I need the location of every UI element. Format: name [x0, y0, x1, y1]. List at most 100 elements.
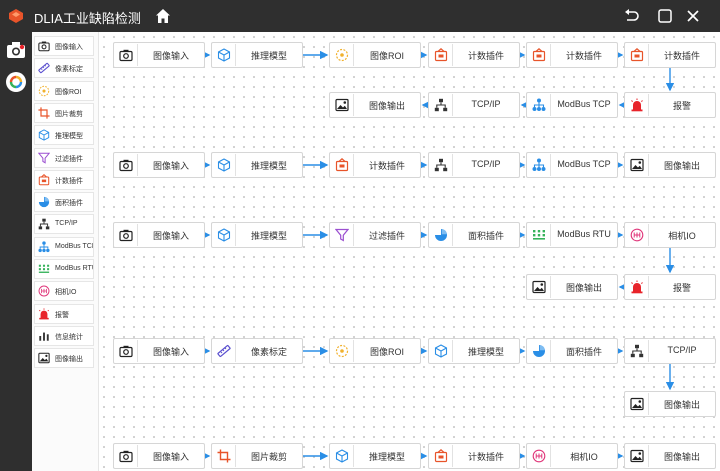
flow-node-cube[interactable]: 推理模型 [329, 443, 421, 469]
palette-item-stats[interactable]: 信息统计 [34, 325, 94, 346]
counter-icon [430, 445, 453, 467]
maximize-icon[interactable] [656, 7, 674, 25]
app-title: DLIA工业缺陷检测 [34, 11, 141, 26]
flow-node-label: 图像输入 [152, 347, 189, 357]
image-icon [626, 393, 649, 415]
flow-node-pie[interactable]: 面积插件 [428, 222, 520, 248]
flow-node-label: 报警 [672, 101, 691, 111]
flow-node-image[interactable]: 图像输出 [624, 443, 716, 469]
camera-icon [115, 44, 138, 66]
close-icon[interactable] [684, 7, 702, 25]
flow-node-modbus[interactable]: ModBus TCP [526, 152, 618, 178]
flow-node-cube[interactable]: 推理模型 [211, 222, 303, 248]
counter-icon [626, 44, 649, 66]
flow-node-counter[interactable]: 计数插件 [526, 42, 618, 68]
cube-icon [213, 224, 236, 246]
flow-node-cameraio[interactable]: 相机IO [526, 443, 618, 469]
palette-item-label: TCP/IP [55, 220, 78, 228]
flow-node-network[interactable]: TCP/IP [624, 338, 716, 364]
flow-node-roi[interactable]: 图像ROI [329, 42, 421, 68]
filter-icon [331, 224, 354, 246]
flow-node-cube[interactable]: 推理模型 [428, 338, 520, 364]
flow-node-counter[interactable]: 计数插件 [428, 42, 520, 68]
flow-node-image[interactable]: 图像输出 [624, 391, 716, 417]
flow-node-counter[interactable]: 计数插件 [329, 152, 421, 178]
flow-node-cube[interactable]: 推理模型 [211, 42, 303, 68]
roi-icon [331, 340, 354, 362]
counter-icon [331, 154, 354, 176]
crop-icon [38, 107, 50, 119]
palette-item-image[interactable]: 图像输出 [34, 348, 94, 369]
flow-node-roi[interactable]: 图像ROI [329, 338, 421, 364]
palette-item-cameraio[interactable]: 相机IO [34, 281, 94, 302]
palette-item-modbus[interactable]: ModBus TCP [34, 236, 94, 257]
flow-node-camera[interactable]: 图像输入 [113, 443, 205, 469]
flow-node-image[interactable]: 图像输出 [526, 274, 618, 300]
counter-icon [38, 173, 50, 186]
flow-node-alarm[interactable]: 报警 [624, 92, 716, 118]
flow-node-label: 图像输入 [152, 231, 189, 241]
flow-node-label: TCP/IP [667, 345, 697, 355]
flow-node-counter[interactable]: 计数插件 [624, 42, 716, 68]
flow-node-label: 图像输入 [152, 452, 189, 462]
flow-node-crop[interactable]: 图片裁剪 [211, 443, 303, 469]
flow-node-label: 图像输入 [152, 51, 189, 61]
flow-node-label: 计数插件 [467, 452, 504, 462]
palette-item-cube[interactable]: 推理模型 [34, 125, 94, 146]
flow-node-label: ModBus TCP [557, 99, 611, 109]
stats-icon [38, 330, 50, 342]
flow-node-label: ModBus TCP [557, 159, 611, 169]
flow-node-camera[interactable]: 图像输入 [113, 222, 205, 248]
back-icon[interactable] [622, 7, 640, 25]
camera-module-icon[interactable] [4, 38, 28, 62]
flow-node-alarm[interactable]: 报警 [624, 274, 716, 300]
flow-node-label: 图像输出 [368, 101, 405, 111]
flow-node-image[interactable]: 图像输出 [624, 152, 716, 178]
palette-item-counter[interactable]: 计数插件 [34, 169, 94, 190]
modbus-icon [528, 154, 551, 176]
palette-item-filter[interactable]: 过滤插件 [34, 147, 94, 168]
flow-node-network[interactable]: TCP/IP [428, 152, 520, 178]
flow-node-cameraio[interactable]: 相机IO [624, 222, 716, 248]
camera-icon [115, 340, 138, 362]
ruler-icon [38, 62, 50, 74]
palette-item-label: 推理模型 [55, 133, 83, 141]
flow-node-label: 相机IO [570, 452, 598, 462]
palette-item-crop[interactable]: 图片裁剪 [34, 102, 94, 123]
palette-item-roi[interactable]: 图像ROI [34, 80, 94, 101]
flow-node-camera[interactable]: 图像输入 [113, 338, 205, 364]
image-icon [626, 154, 649, 176]
loop-module-icon[interactable] [4, 70, 28, 94]
flow-node-ruler[interactable]: 像素标定 [211, 338, 303, 364]
palette-item-alarm[interactable]: 报警 [34, 303, 94, 324]
home-icon[interactable] [154, 7, 172, 25]
palette-item-camera[interactable]: 图像输入 [34, 36, 94, 56]
modbus-icon [528, 94, 551, 116]
palette-item-modbusrtu[interactable]: ModBus RTU [34, 259, 94, 279]
palette-item-ruler[interactable]: 像素标定 [34, 58, 94, 79]
palette-item-label: 图像ROI [55, 88, 82, 96]
flow-node-camera[interactable]: 图像输入 [113, 152, 205, 178]
pie-icon [38, 196, 50, 208]
flow-node-label: 相机IO [668, 231, 696, 241]
flow-node-filter[interactable]: 过滤插件 [329, 222, 421, 248]
flow-node-modbus[interactable]: ModBus TCP [526, 92, 618, 118]
flow-node-label: 计数插件 [368, 161, 405, 171]
palette-item-label: 相机IO [55, 289, 77, 297]
flow-node-camera[interactable]: 图像输入 [113, 42, 205, 68]
flow-node-pie[interactable]: 面积插件 [526, 338, 618, 364]
flow-node-counter[interactable]: 计数插件 [428, 443, 520, 469]
network-icon [430, 154, 453, 176]
palette-item-label: 计数插件 [55, 177, 83, 185]
palette-item-label: 图像输入 [55, 44, 83, 51]
cameraio-icon [626, 224, 649, 246]
flow-node-image[interactable]: 图像输出 [329, 92, 421, 118]
flow-node-cube[interactable]: 推理模型 [211, 152, 303, 178]
ruler-icon [213, 340, 236, 362]
palette-item-pie[interactable]: 面积插件 [34, 192, 94, 213]
flow-node-network[interactable]: TCP/IP [428, 92, 520, 118]
flow-node-modbusrtu[interactable]: ModBus RTU [526, 222, 618, 248]
modbusrtu-icon [38, 263, 50, 275]
palette-item-network[interactable]: TCP/IP [34, 214, 94, 235]
